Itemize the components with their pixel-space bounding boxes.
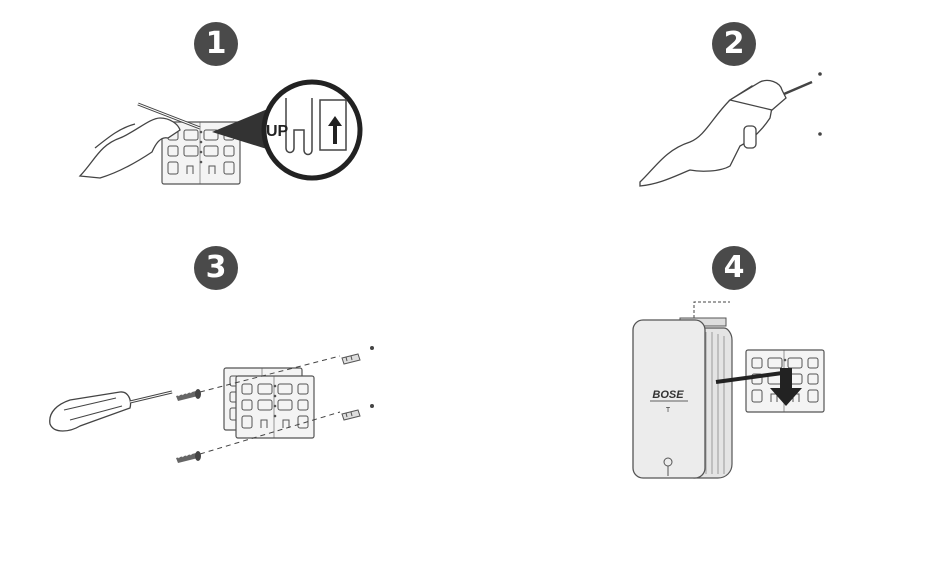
callout-up-label: UP [266,123,289,140]
step-2-illustration [640,72,822,186]
step-3-illustration [50,346,374,463]
step-1-illustration: UP [80,82,360,184]
model-mark: T [666,407,671,414]
bose-logo: BOSE [652,389,684,401]
step-4-illustration: BOSE T [633,302,824,478]
